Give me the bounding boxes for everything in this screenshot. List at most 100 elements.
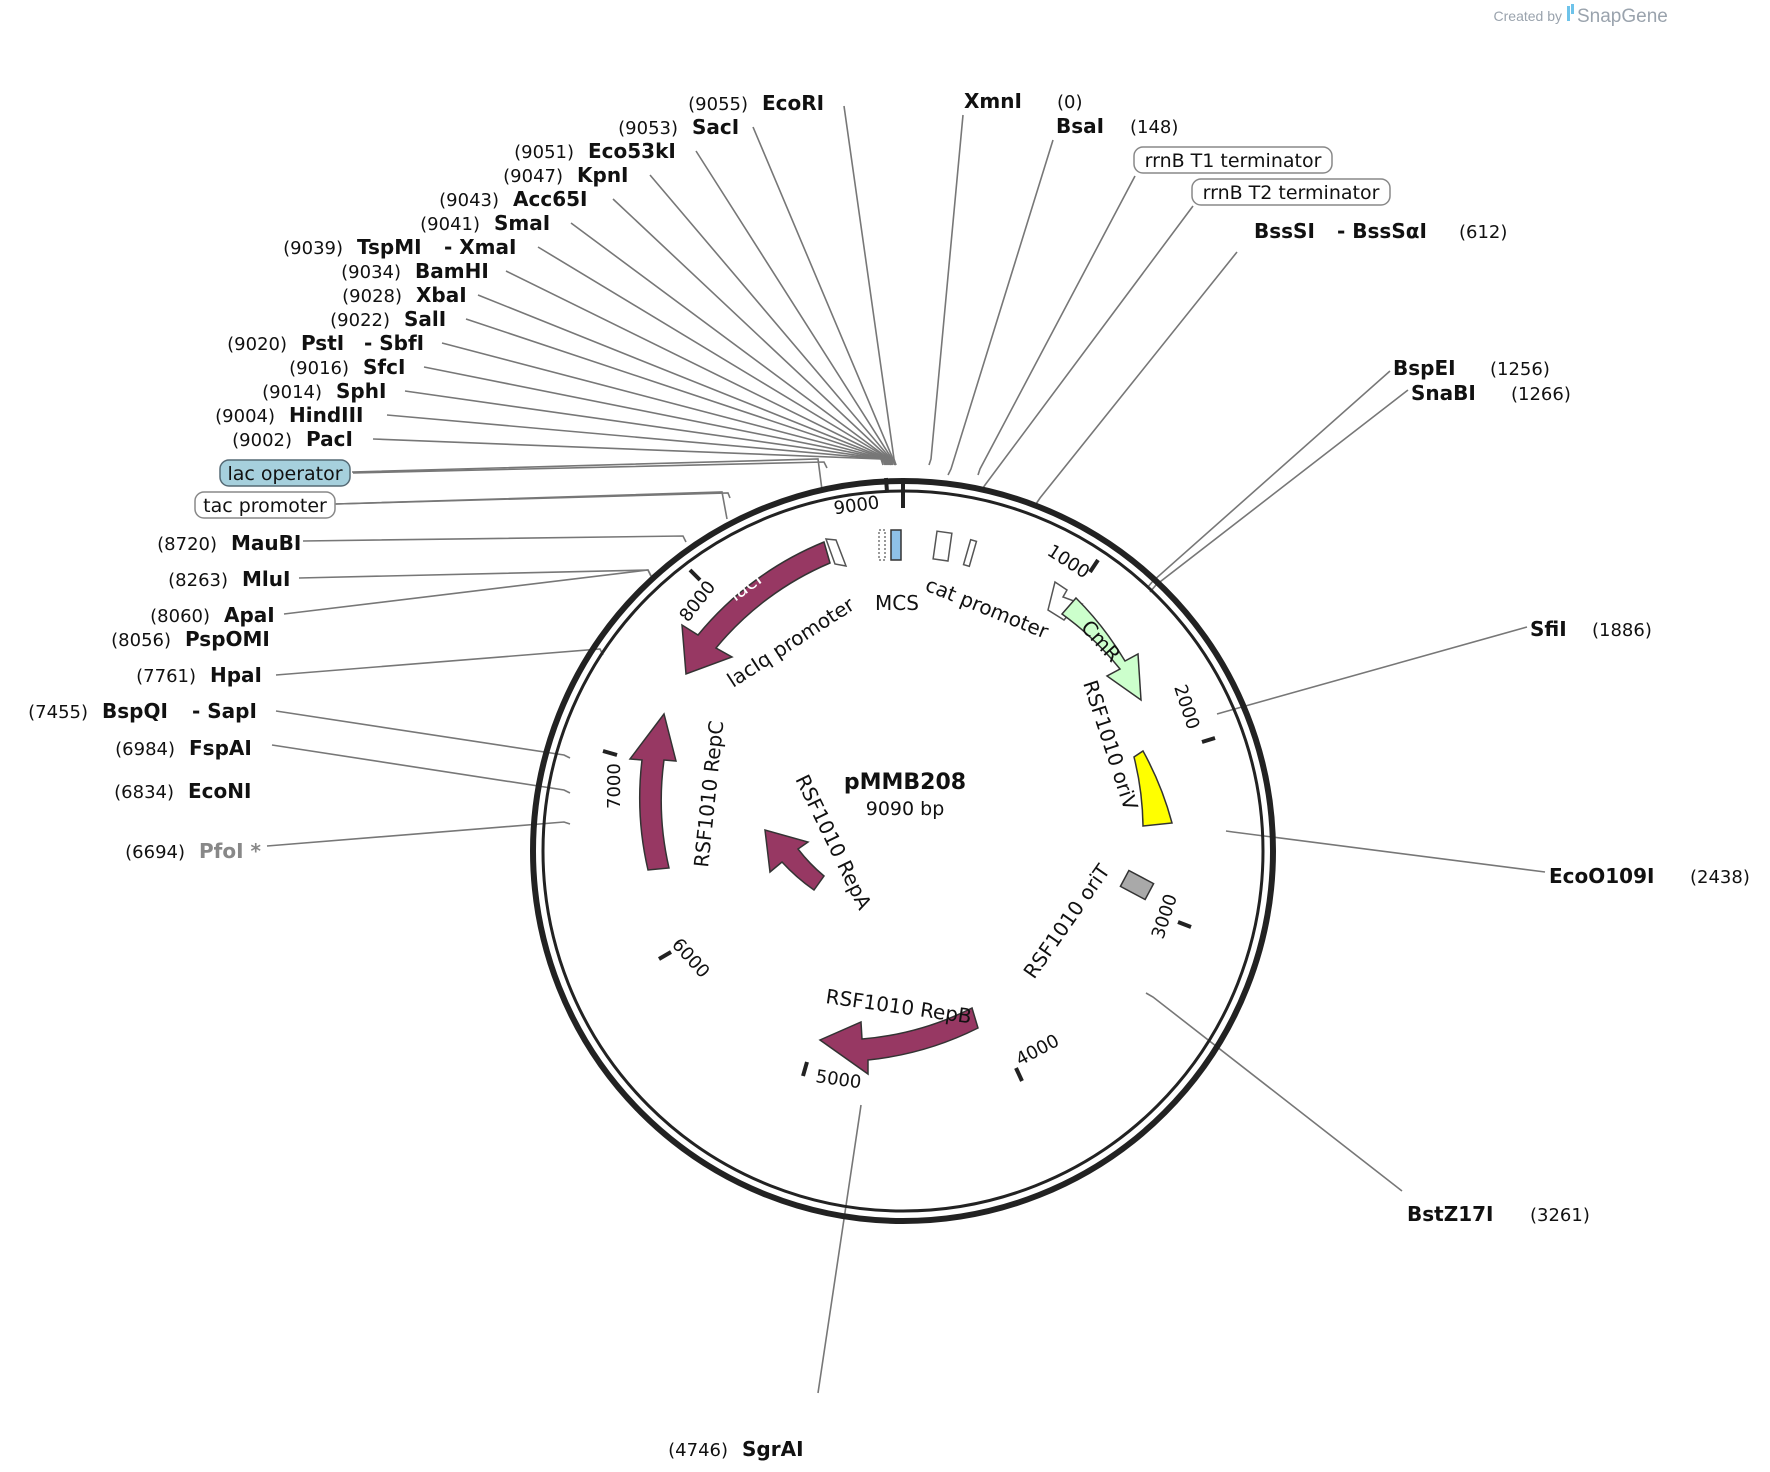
repb-arrow[interactable] xyxy=(818,1006,979,1076)
repa-arrow[interactable] xyxy=(764,828,826,892)
enzyme-econi[interactable]: (6834) EcoNI xyxy=(114,779,251,803)
enzyme-sali[interactable]: (9022) SalI xyxy=(330,307,446,331)
svg-text:(9016): (9016) xyxy=(289,358,349,379)
enzyme-xmni[interactable]: XmnI (0) xyxy=(964,89,1083,113)
svg-text:(9043): (9043) xyxy=(439,190,499,211)
svg-text:(8720): (8720) xyxy=(157,534,217,555)
credit-prefix: Created by xyxy=(1494,8,1562,24)
svg-text:PacI: PacI xyxy=(306,427,353,451)
enzyme-bsai[interactable]: BsaI (148) xyxy=(1056,114,1178,138)
enzyme-bspqi[interactable]: (7455) BspQI - SapI xyxy=(28,699,257,723)
svg-text:- SapI: - SapI xyxy=(192,699,257,723)
repc-arrow[interactable] xyxy=(628,712,677,871)
enzyme-bamhi[interactable]: (9034) BamHI xyxy=(341,259,489,283)
enzyme-saci[interactable]: (9053) SacI xyxy=(618,115,739,139)
cmr-arrow[interactable] xyxy=(1060,596,1142,702)
svg-text:(9055): (9055) xyxy=(688,94,748,115)
feature-callout-lines xyxy=(335,458,823,520)
tick-label-6000: 6000 xyxy=(667,934,713,982)
svg-text:(2438): (2438) xyxy=(1690,867,1750,888)
svg-text:KpnI: KpnI xyxy=(577,163,629,187)
enzyme-sfci[interactable]: (9016) SfcI xyxy=(289,355,405,379)
svg-text:BsaI: BsaI xyxy=(1056,114,1104,138)
svg-text:(612): (612) xyxy=(1459,222,1507,243)
enzyme-mlui[interactable]: (8263) MluI xyxy=(168,567,290,591)
enzyme-snabi[interactable]: SnaBI (1266) xyxy=(1411,381,1571,405)
mcs-hatch xyxy=(878,529,886,561)
credit-brand: SnapGene xyxy=(1577,6,1668,27)
enzyme-bstz17i[interactable]: BstZ17I (3261) xyxy=(1407,1202,1590,1226)
svg-text:(9002): (9002) xyxy=(232,430,292,451)
enzyme-acc65i[interactable]: (9043) Acc65I xyxy=(439,187,587,211)
svg-text:(0): (0) xyxy=(1057,92,1083,113)
svg-text:(9051): (9051) xyxy=(514,142,574,163)
snapgene-credit[interactable]: Created by SnapGene xyxy=(1494,4,1668,27)
tick-label-5000: 5000 xyxy=(814,1066,862,1093)
enzyme-bspei[interactable]: BspEI (1256) xyxy=(1393,356,1550,380)
svg-text:XmnI: XmnI xyxy=(964,89,1022,113)
mcs-block[interactable] xyxy=(890,529,902,561)
enzyme-ecori[interactable]: (9055) EcoRI xyxy=(688,91,824,115)
orit-block[interactable] xyxy=(1119,869,1155,901)
enzyme-eco53ki[interactable]: (9051) Eco53kI xyxy=(514,139,676,163)
svg-text:(4746): (4746) xyxy=(668,1440,728,1461)
svg-text:(8263): (8263) xyxy=(168,570,228,591)
enzyme-paci[interactable]: (9002) PacI xyxy=(232,427,353,451)
svg-text:HpaI: HpaI xyxy=(210,663,262,687)
lac-operator-label: lac operator xyxy=(227,463,342,485)
svg-text:Acc65I: Acc65I xyxy=(513,187,587,211)
svg-text:FspAI: FspAI xyxy=(189,736,252,760)
svg-text:BamHI: BamHI xyxy=(415,259,489,283)
tac-promoter-label: tac promoter xyxy=(203,495,327,517)
enzyme-eco0109i[interactable]: EcoO109I (2438) xyxy=(1549,864,1750,888)
cat-promoter-marker-1[interactable] xyxy=(932,530,953,562)
svg-text:SfiI: SfiI xyxy=(1530,617,1567,641)
enzyme-pspomi[interactable]: (8056) PspOMI xyxy=(111,627,270,651)
enzyme-pfoi[interactable]: (6694) PfoI * xyxy=(125,839,261,863)
svg-text:(6694): (6694) xyxy=(125,842,185,863)
svg-text:SmaI: SmaI xyxy=(494,211,550,235)
enzyme-xbai[interactable]: (9028) XbaI xyxy=(342,283,467,307)
enzyme-psti[interactable]: (9020) PstI - SbfI xyxy=(227,331,424,355)
enzyme-hindiii[interactable]: (9004) HindIII xyxy=(215,403,363,427)
enzyme-hpai[interactable]: (7761) HpaI xyxy=(136,663,262,687)
backbone-ticks xyxy=(602,477,1216,1082)
rrnb-t2-box xyxy=(1191,178,1391,206)
svg-text:(6984): (6984) xyxy=(115,739,175,760)
svg-text:- XmaI: - XmaI xyxy=(444,235,516,259)
svg-text:MluI: MluI xyxy=(242,567,290,591)
enzyme-bsssi[interactable]: BssSI - BssSαI (612) xyxy=(1254,219,1507,243)
tick-label-7000: 7000 xyxy=(604,763,625,809)
rrnb-t1-box xyxy=(1133,146,1333,174)
enzyme-maubi[interactable]: (8720) MauBI xyxy=(157,531,301,555)
enzyme-sfii[interactable]: SfiI (1886) xyxy=(1530,617,1652,641)
svg-text:SgrAI: SgrAI xyxy=(742,1437,804,1461)
snapgene-logo-icon xyxy=(1567,4,1574,21)
cat-promoter-marker-2[interactable] xyxy=(962,538,978,568)
lac-operator-box xyxy=(219,459,351,487)
svg-text:(9053): (9053) xyxy=(618,118,678,139)
svg-text:BssSI: BssSI xyxy=(1254,219,1315,243)
svg-text:XbaI: XbaI xyxy=(416,283,467,307)
enzyme-fspai[interactable]: (6984) FspAI xyxy=(115,736,252,760)
enzyme-sgrai[interactable]: (4746) SgrAI xyxy=(668,1437,803,1461)
enzyme-smai[interactable]: (9041) SmaI xyxy=(420,211,550,235)
enzyme-kpni[interactable]: (9047) KpnI xyxy=(503,163,628,187)
oriv-block[interactable] xyxy=(1133,749,1173,827)
mcs-label: MCS xyxy=(875,591,919,615)
plasmid-name: pMMB208 xyxy=(844,770,966,795)
svg-text:PstI: PstI xyxy=(301,331,344,355)
repb-label: RSF1010 RepB xyxy=(824,984,973,1028)
laciq-promoter-marker[interactable] xyxy=(824,538,848,567)
svg-text:ApaI: ApaI xyxy=(224,603,275,627)
enzyme-tspmi[interactable]: (9039) TspMI - XmaI xyxy=(283,235,516,259)
enzyme-sphi[interactable]: (9014) SphI xyxy=(262,379,386,403)
features xyxy=(628,529,1173,1076)
svg-text:(9047): (9047) xyxy=(503,166,563,187)
enzyme-apai[interactable]: (8060) ApaI xyxy=(150,603,275,627)
svg-text:- BssSαI: - BssSαI xyxy=(1337,219,1427,243)
svg-text:(1266): (1266) xyxy=(1511,384,1571,405)
repc-label: RSF1010 RepC xyxy=(689,719,728,868)
svg-text:TspMI: TspMI xyxy=(357,235,422,259)
laci-arrow[interactable] xyxy=(681,540,831,676)
